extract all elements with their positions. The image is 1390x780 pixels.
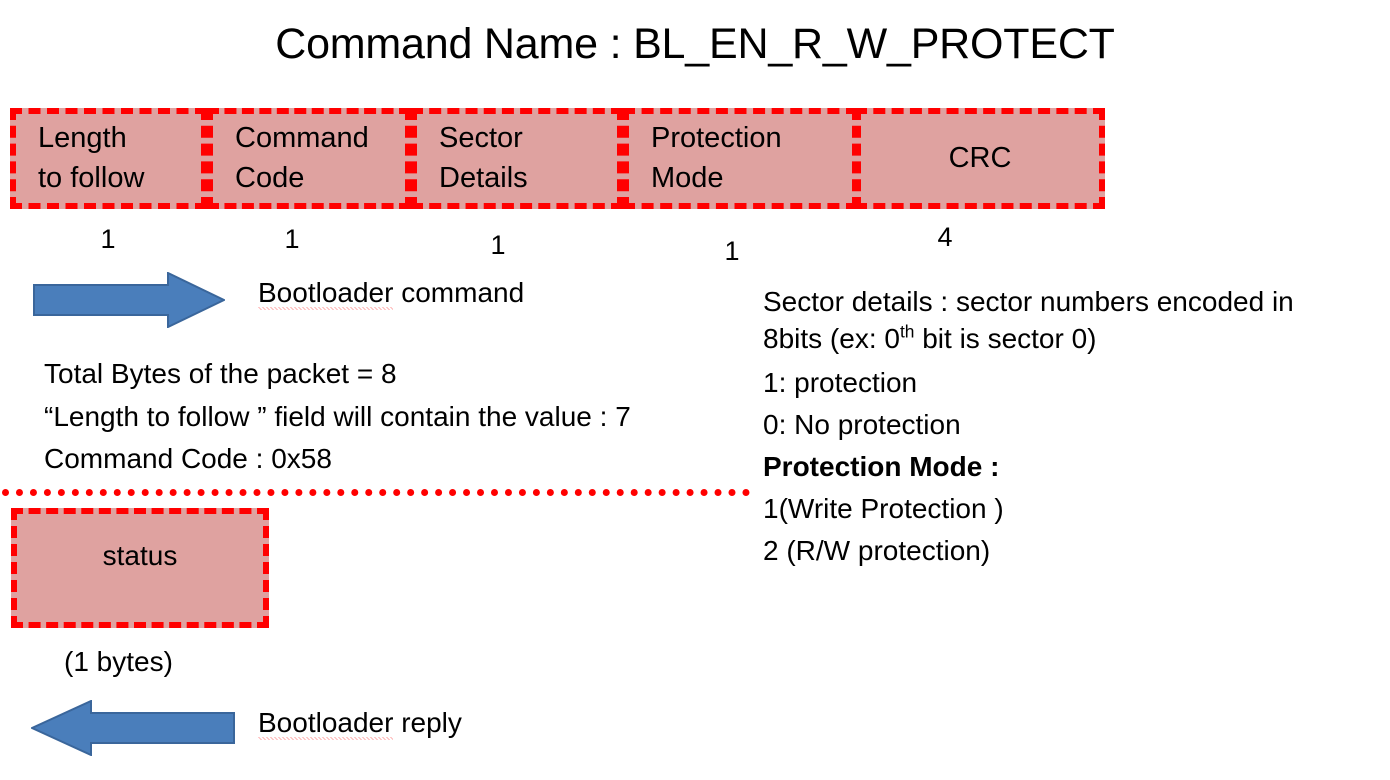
arrow-right-icon	[33, 272, 225, 328]
bootloader-command-label-word: Bootloader	[258, 277, 394, 310]
packet-field-command-code: Command Code	[207, 108, 411, 209]
packet-field-label: Command Code	[235, 119, 369, 197]
packet-field-label: Sector Details	[439, 119, 528, 197]
packet-field-crc: CRC	[855, 108, 1105, 209]
note-sector-details-label: Sector details :	[763, 286, 949, 317]
packet-field-label: Length to follow	[38, 119, 144, 197]
bootloader-reply-label-rest: reply	[393, 707, 462, 738]
packet-field-label-line1: Length	[38, 122, 127, 155]
bootloader-command-label: Bootloader command	[258, 277, 525, 310]
packet-field-length-to-follow: Length to follow	[10, 108, 207, 209]
packet-field-label-line1: Sector	[439, 122, 523, 155]
bootloader-command-label-rest: command	[393, 277, 525, 308]
packet-field-label-line1: Protection	[651, 122, 782, 155]
packet-field-label: Protection Mode	[651, 119, 782, 197]
ordinal-suffix: th	[899, 321, 915, 342]
note-sector-details-text: sector numbers encoded in	[948, 286, 1294, 317]
note-total-bytes: Total Bytes of the packet = 8	[44, 358, 397, 389]
byte-count-command-code: 1	[284, 224, 300, 254]
packet-field-label-line1: CRC	[948, 141, 1012, 174]
note-command-code-value: 0x58	[263, 443, 332, 474]
note-protection-mode-2: 2 (R/W protection)	[763, 535, 991, 566]
note-protection-mode-label: Protection Mode :	[763, 451, 1000, 482]
packet-field-label-line2: Details	[439, 161, 528, 194]
note-sector-details: Sector details : sector numbers encoded …	[763, 281, 1390, 323]
note-command-code: Command Code : 0x58	[44, 445, 332, 473]
section-divider	[2, 489, 750, 496]
page-title: Command Name : BL_EN_R_W_PROTECT	[275, 20, 1115, 68]
note-sector-details-line2-post: bit is sector 0)	[914, 323, 1097, 354]
reply-status-label: status	[102, 540, 178, 571]
byte-count-sector-details: 1	[490, 230, 506, 260]
packet-field-label-line2: Code	[235, 161, 305, 194]
packet-field-label: CRC	[949, 139, 1012, 178]
reply-status-box: status	[11, 508, 269, 628]
note-sector-details-line2: 8bits (ex: 0th bit is sector 0)	[763, 321, 1097, 354]
note-command-code-label: Command Code :	[44, 443, 264, 474]
note-sector-details-line2-pre: 8bits (ex: 0	[763, 323, 900, 354]
bootloader-reply-label: Bootloader reply	[258, 707, 462, 740]
bootloader-reply-label-word: Bootloader	[258, 707, 394, 740]
packet-field-protection-mode: Protection Mode	[623, 108, 858, 209]
reply-size-label: (1 bytes)	[64, 646, 173, 677]
note-length-to-follow-value: “Length to follow ” field will contain t…	[44, 401, 631, 432]
packet-field-label-line2: to follow	[38, 161, 145, 194]
note-protection-1: 1: protection	[763, 367, 918, 398]
note-protection-mode-1: 1(Write Protection )	[763, 493, 1004, 524]
arrow-left-icon	[31, 700, 235, 756]
byte-count-length-to-follow: 1	[100, 224, 116, 254]
note-protection-0: 0: No protection	[763, 409, 961, 440]
byte-count-protection-mode: 1	[724, 236, 740, 266]
packet-field-label-line1: Command	[235, 122, 369, 155]
byte-count-crc: 4	[937, 222, 953, 252]
packet-field-sector-details: Sector Details	[411, 108, 623, 209]
packet-field-label-line2: Mode	[651, 161, 724, 194]
